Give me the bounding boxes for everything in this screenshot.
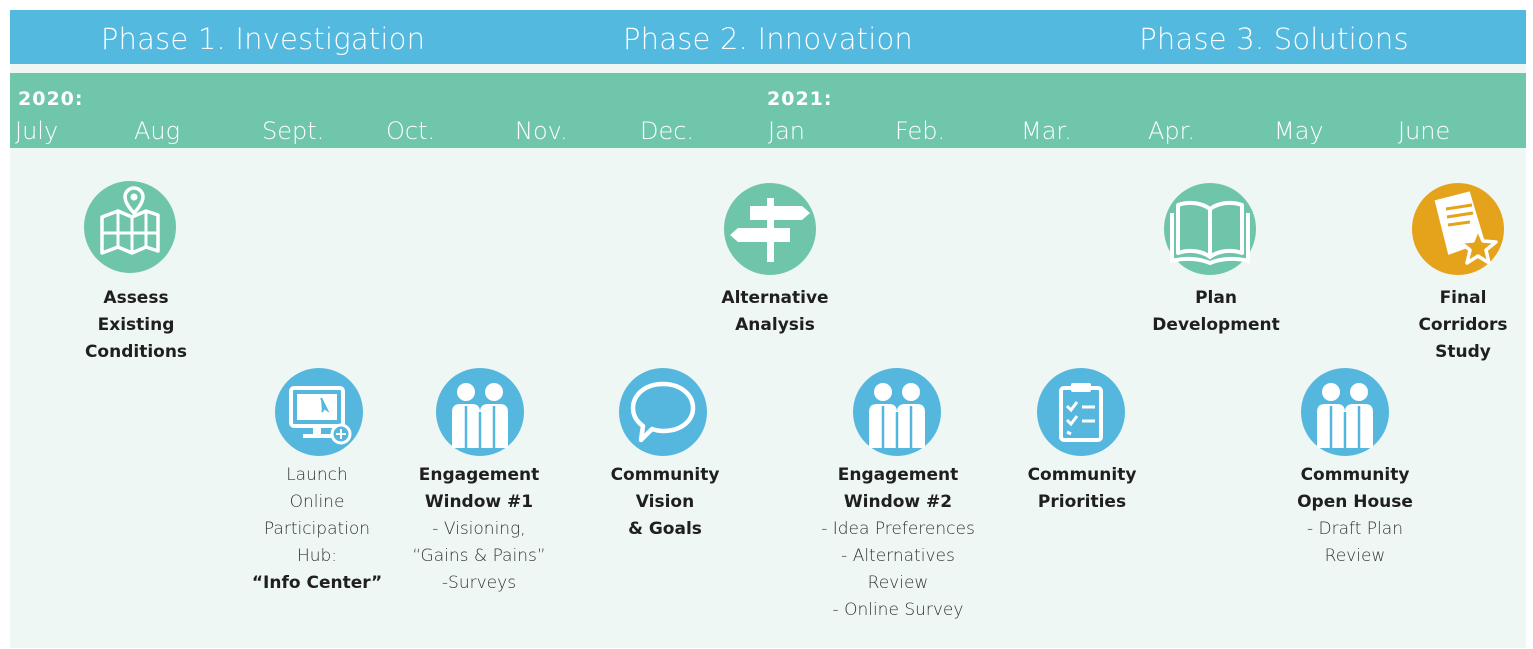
map-icon — [84, 181, 176, 273]
year-2020: 2020: — [18, 88, 84, 110]
report-star-icon — [1412, 183, 1504, 275]
computer-icon — [275, 368, 363, 456]
month-sept: Sept. — [262, 117, 325, 145]
phase-bar — [10, 10, 1526, 64]
phase-3-label: Phase 3. Solutions — [1139, 22, 1409, 56]
people-icon — [436, 368, 524, 456]
month-apr: Apr. — [1148, 117, 1195, 145]
month-july: July — [15, 117, 59, 145]
signpost-icon — [724, 183, 816, 275]
people-icon — [1301, 368, 1389, 456]
month-bar — [10, 73, 1526, 148]
month-dec: Dec. — [640, 117, 695, 145]
book-icon — [1164, 183, 1256, 275]
phase-2-label: Phase 2. Innovation — [622, 22, 914, 56]
speech-bubble-icon — [619, 368, 707, 456]
month-feb: Feb. — [895, 117, 946, 145]
month-june: June — [1398, 117, 1451, 145]
month-mar: Mar. — [1021, 117, 1072, 145]
month-aug: Aug — [134, 117, 181, 145]
month-oct: Oct. — [386, 117, 436, 145]
month-nov: Nov. — [515, 117, 568, 145]
people-icon — [853, 368, 941, 456]
year-2021: 2021: — [767, 88, 833, 110]
phase-1-label: Phase 1. Investigation — [100, 22, 426, 56]
month-may: May — [1274, 117, 1324, 145]
clipboard-icon — [1037, 368, 1125, 456]
month-jan: Jan — [768, 117, 805, 145]
